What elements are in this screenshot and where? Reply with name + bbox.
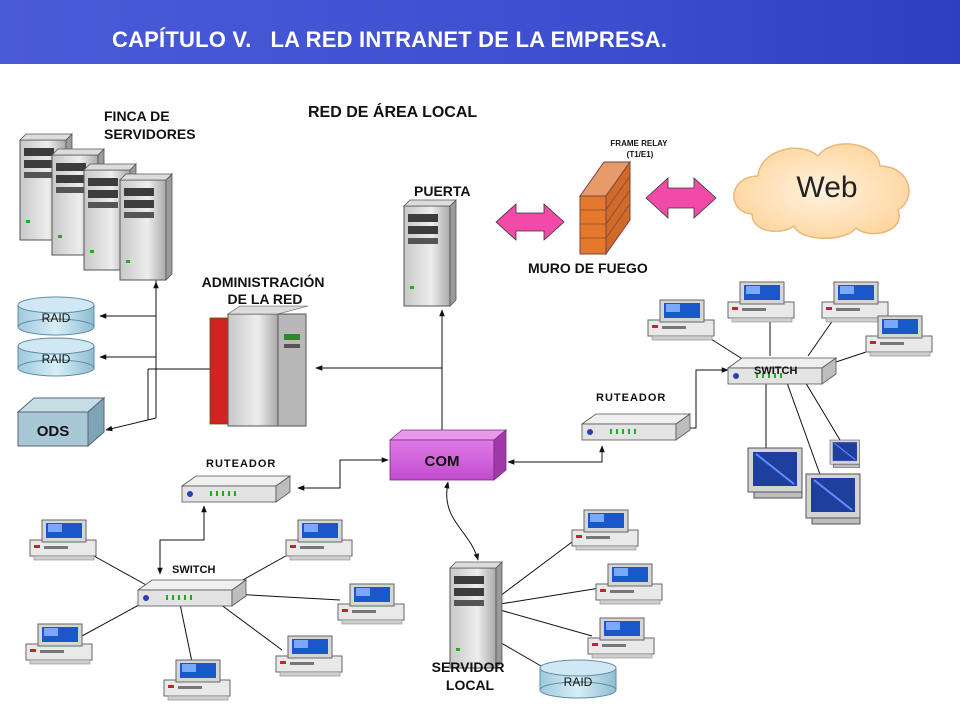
raid-label-3: RAID xyxy=(564,675,593,689)
router-left-label: RUTEADOR xyxy=(206,458,276,470)
double-arrow-icon xyxy=(645,177,717,219)
gateway-label: PUERTA xyxy=(414,183,471,199)
pc-icon xyxy=(587,617,655,659)
double-arrow-icon xyxy=(495,203,565,241)
local-server-label: SERVIDOR LOCAL xyxy=(432,659,509,693)
frame-relay-label: FRAME RELAY (T1/E1) xyxy=(610,139,669,159)
monitor-icon xyxy=(829,439,861,469)
switch-left-icon xyxy=(137,579,247,607)
raid-label-1: RAID xyxy=(42,311,71,325)
server-farm-icon xyxy=(19,133,173,281)
firewall-label: MURO DE FUEGO xyxy=(528,260,648,276)
monitor-icon xyxy=(747,447,803,499)
com-label: COM xyxy=(425,453,460,470)
web-cloud-icon xyxy=(733,143,910,239)
pc-icon xyxy=(571,509,639,551)
switch-left-label: SWITCH xyxy=(172,564,215,576)
pc-icon xyxy=(285,519,353,561)
pc-icon xyxy=(25,623,93,665)
pc-icon xyxy=(727,281,795,323)
local-server-icon xyxy=(449,561,503,669)
admin-mainframe-icon xyxy=(209,305,309,427)
firewall-icon xyxy=(579,160,631,256)
server-farm-label: FINCA DE SERVIDORES xyxy=(104,108,196,142)
raid-label-2: RAID xyxy=(42,352,71,366)
pc-icon xyxy=(163,659,231,701)
pc-icon xyxy=(647,299,715,341)
slide-title: CAPÍTULO V. LA RED INTRANET DE LA EMPRES… xyxy=(112,27,668,52)
admin-label: ADMINISTRACIÓN DE LA RED xyxy=(202,273,329,307)
monitor-icon xyxy=(805,473,861,525)
ods-label: ODS xyxy=(37,423,70,440)
router-left-icon xyxy=(181,475,291,503)
web-label: Web xyxy=(796,171,857,204)
switch-right-label: SWITCH xyxy=(754,365,797,377)
gateway-server-icon xyxy=(403,199,457,307)
diagram-title: RED DE ÁREA LOCAL xyxy=(308,102,477,121)
com-hub xyxy=(388,429,508,481)
pc-icon xyxy=(595,563,663,605)
slide-header: CAPÍTULO V. LA RED INTRANET DE LA EMPRES… xyxy=(0,0,960,64)
router-right-label: RUTEADOR xyxy=(596,392,666,404)
router-right-icon xyxy=(581,413,691,441)
pc-icon xyxy=(29,519,97,561)
ods-box xyxy=(16,396,106,448)
pc-icon xyxy=(337,583,405,625)
pc-icon xyxy=(275,635,343,677)
